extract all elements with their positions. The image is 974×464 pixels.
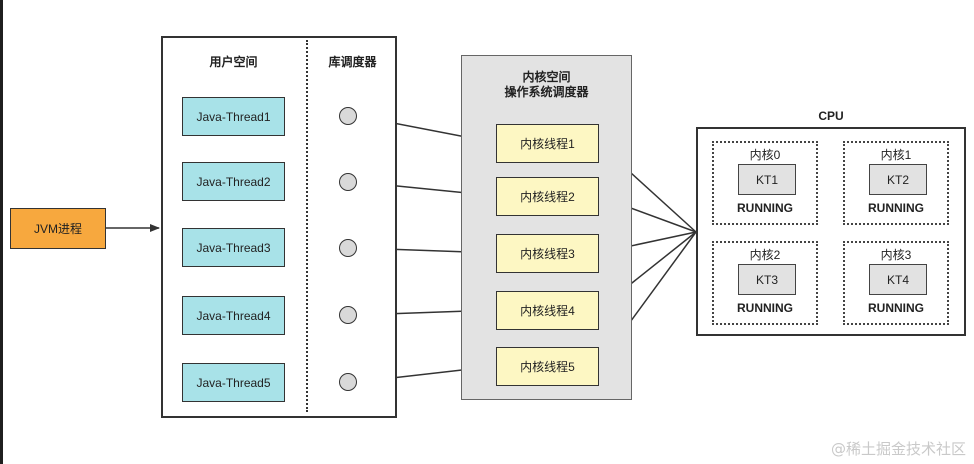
cpu-core-3: 内核3 KT4 RUNNING — [843, 241, 949, 325]
user-space-divider — [306, 40, 308, 412]
kernel-thread-label: 内核线程1 — [520, 137, 575, 151]
cpu-core-2: 内核2 KT3 RUNNING — [712, 241, 818, 325]
core-label: 内核3 — [880, 248, 912, 262]
kernel-thread-1: 内核线程1 — [496, 124, 599, 163]
core-label: 内核2 — [749, 248, 781, 262]
scheduler-node-2 — [339, 173, 357, 191]
scheduler-node-1 — [339, 107, 357, 125]
core-status: RUNNING — [737, 201, 793, 215]
kernel-thread-label: 内核线程2 — [520, 190, 575, 204]
core-label: 内核1 — [880, 148, 912, 162]
java-thread-4: Java-Thread4 — [182, 296, 285, 335]
cpu-title: CPU — [818, 109, 844, 123]
os-scheduler-title: 操作系统调度器 — [504, 85, 589, 99]
core-status: RUNNING — [737, 301, 793, 315]
java-thread-2: Java-Thread2 — [182, 162, 285, 201]
kernel-thread-label: 内核线程3 — [520, 247, 575, 261]
java-thread-1: Java-Thread1 — [182, 97, 285, 136]
cpu-core-1: 内核1 KT2 RUNNING — [843, 141, 949, 225]
kernel-thread-4: 内核线程4 — [496, 291, 599, 330]
user-space-panel — [161, 36, 397, 418]
kernel-thread-slot: KT2 — [869, 164, 927, 195]
jvm-process-label: JVM进程 — [33, 222, 82, 236]
scheduler-node-3 — [339, 239, 357, 257]
java-thread-label: Java-Thread4 — [196, 308, 271, 323]
java-thread-label: Java-Thread1 — [196, 109, 271, 124]
java-thread-label: Java-Thread5 — [196, 375, 271, 390]
library-scheduler-title: 库调度器 — [328, 55, 377, 69]
java-thread-5: Java-Thread5 — [182, 363, 285, 402]
kernel-space-panel — [461, 55, 632, 400]
java-thread-3: Java-Thread3 — [182, 228, 285, 267]
kernel-thread-slot: KT3 — [738, 264, 796, 295]
kernel-thread-5: 内核线程5 — [496, 347, 599, 386]
watermark: @稀土掘金技术社区 — [830, 440, 966, 458]
kernel-thread-2: 内核线程2 — [496, 177, 599, 216]
kernel-space-title: 内核空间 — [522, 70, 571, 84]
scheduler-node-4 — [339, 306, 357, 324]
core-status: RUNNING — [868, 301, 924, 315]
user-space-title: 用户空间 — [209, 55, 258, 69]
kernel-thread-slot: KT1 — [738, 164, 796, 195]
core-status: RUNNING — [868, 201, 924, 215]
java-thread-label: Java-Thread3 — [196, 240, 271, 255]
cpu-core-0: 内核0 KT1 RUNNING — [712, 141, 818, 225]
jvm-process-box: JVM进程 — [10, 208, 106, 249]
kernel-thread-label: 内核线程5 — [520, 360, 575, 374]
scheduler-node-5 — [339, 373, 357, 391]
java-thread-label: Java-Thread2 — [196, 174, 271, 189]
kernel-thread-label: 内核线程4 — [520, 304, 575, 318]
left-edge-bar — [0, 0, 3, 464]
core-label: 内核0 — [749, 148, 781, 162]
kernel-thread-3: 内核线程3 — [496, 234, 599, 273]
kernel-thread-slot: KT4 — [869, 264, 927, 295]
